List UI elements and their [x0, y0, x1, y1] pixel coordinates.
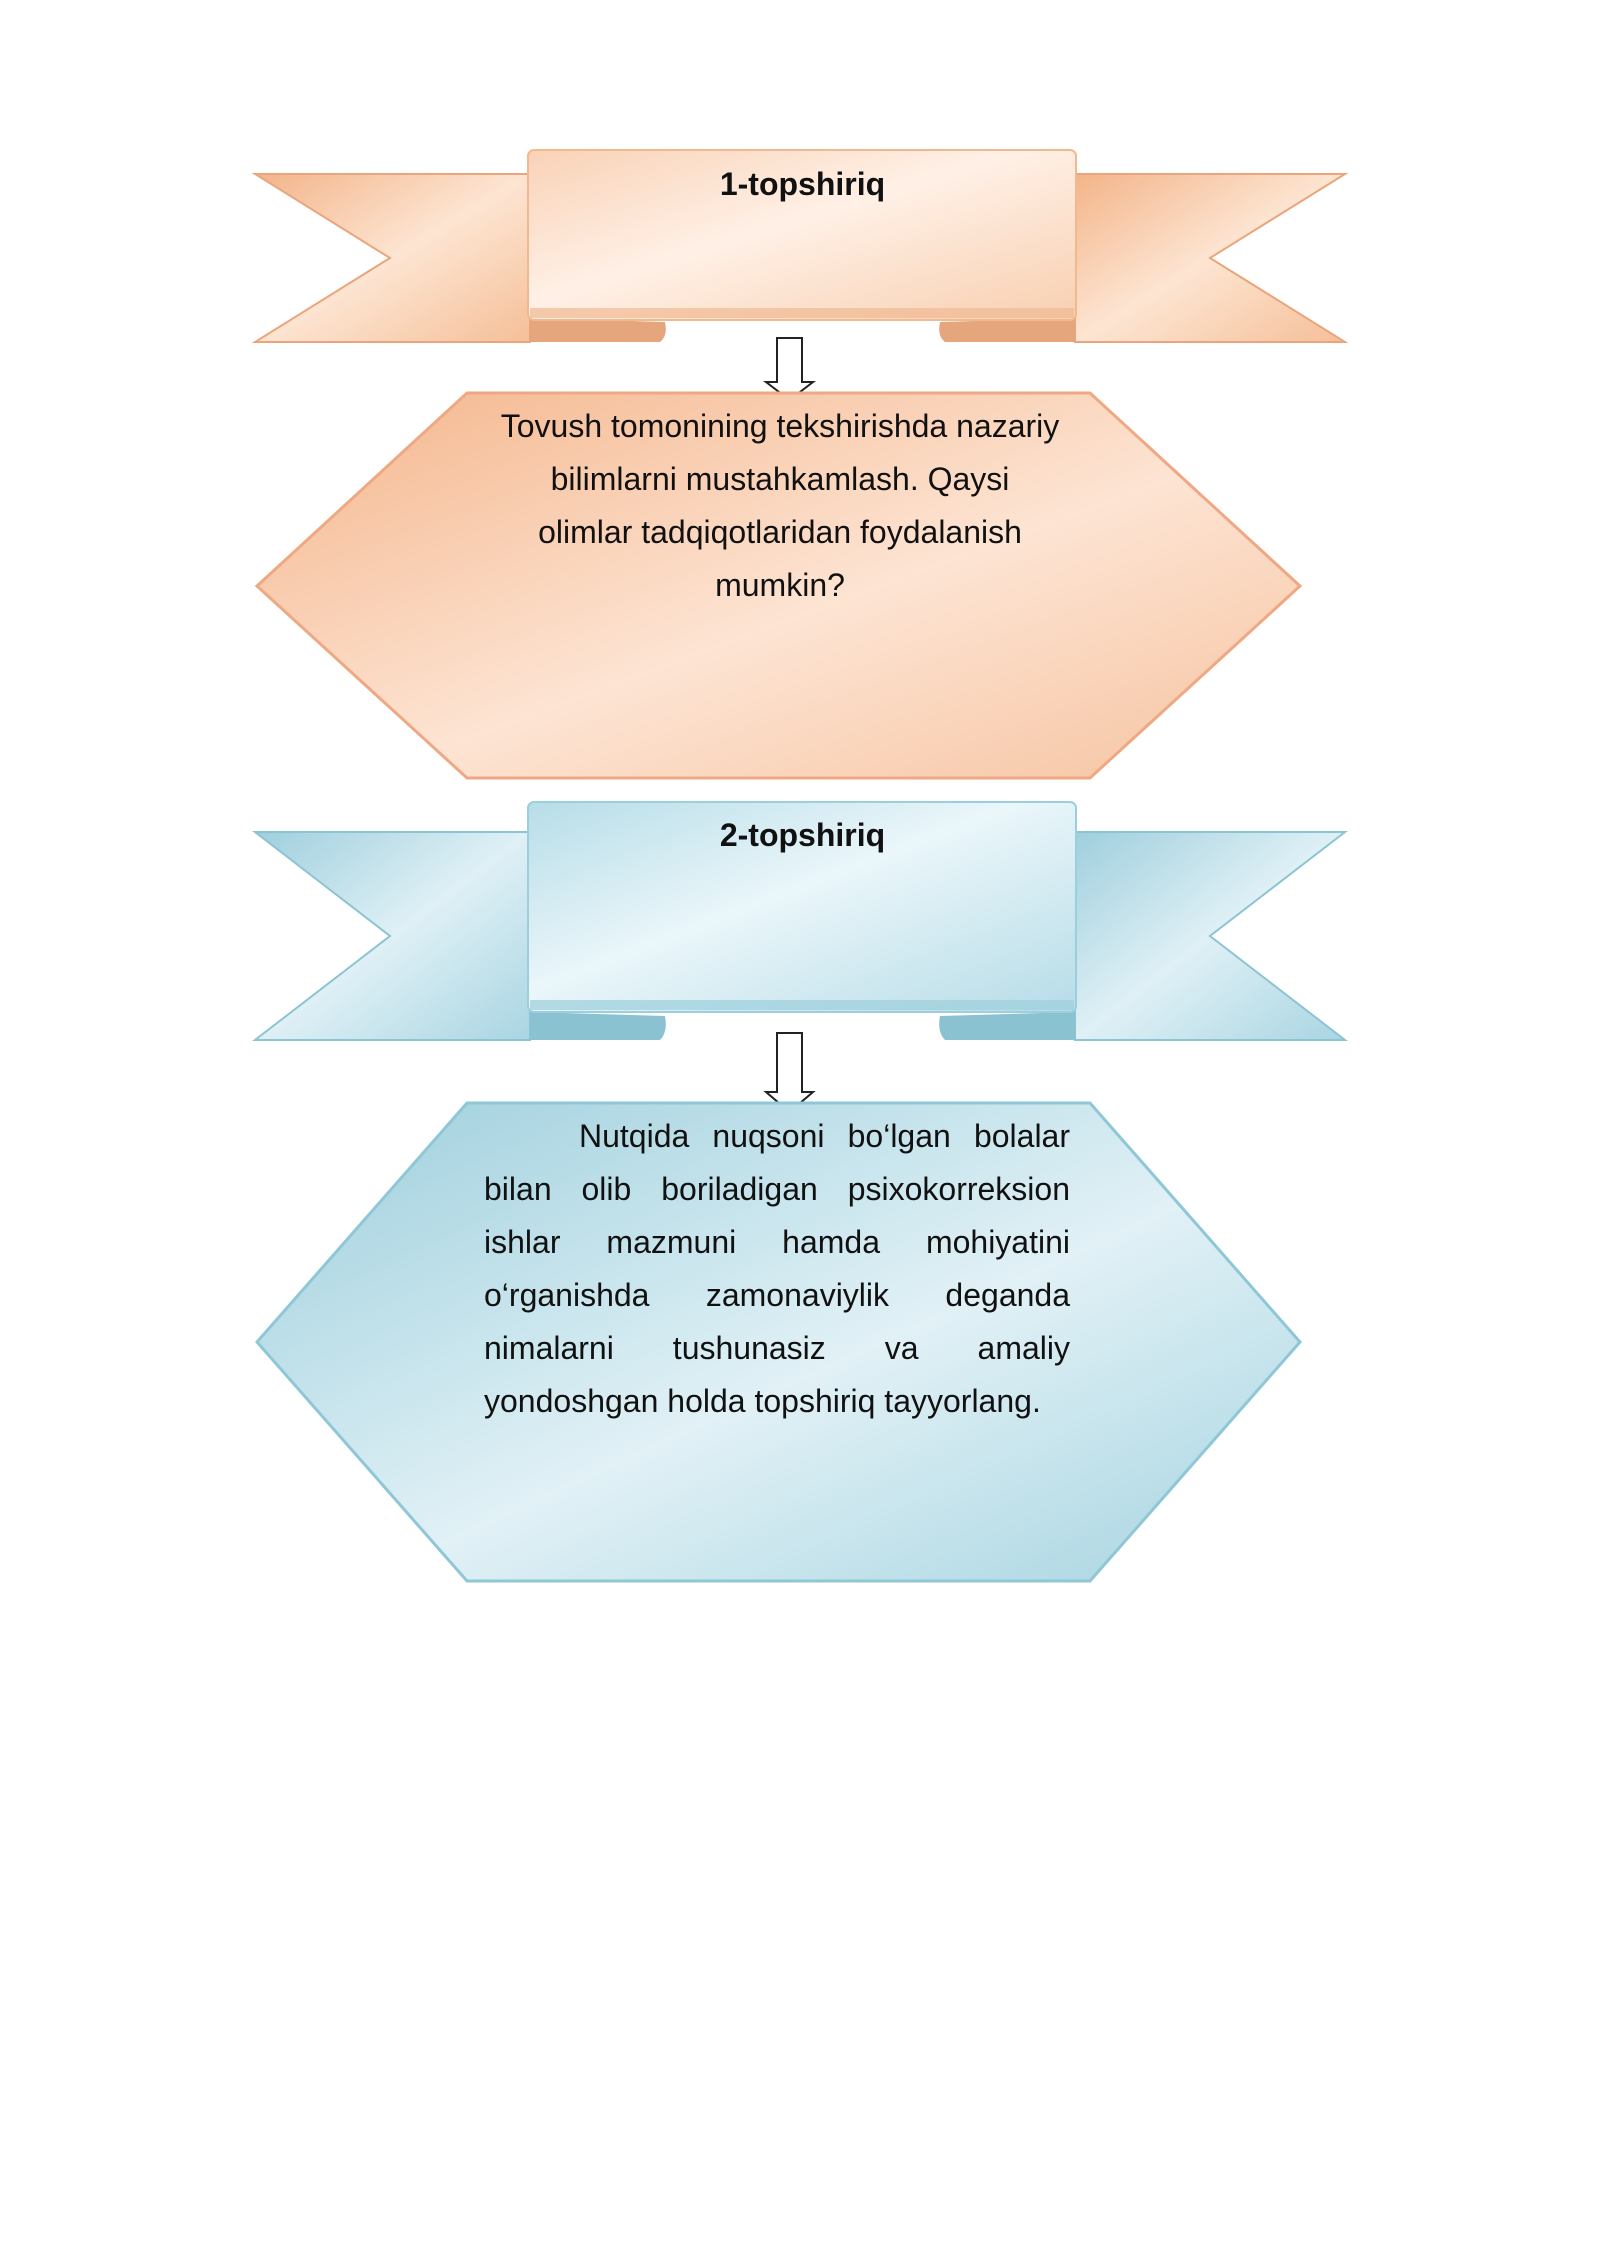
task1-banner-center — [527, 149, 1077, 321]
task1-banner-fold-right — [939, 318, 1075, 342]
task2-description: Nutqida nuqsoni bo‘lgan bolalar bilan ol… — [484, 1118, 1070, 1419]
down-arrow-outline-icon — [763, 337, 816, 402]
task2-banner-center — [527, 801, 1077, 1013]
task1-banner-fold-left — [530, 318, 666, 342]
task2-title: 2-topshiriq — [719, 817, 886, 853]
task1-banner-right-tail — [1074, 173, 1349, 343]
task1-title: 1-topshiriq — [719, 166, 886, 202]
task2-banner-right-tail — [1074, 831, 1348, 1041]
task2-banner-fold-left — [530, 1012, 666, 1040]
task2-hexagon — [255, 1101, 1302, 1583]
task1-hexagon — [254, 391, 1303, 780]
task2-banner — [252, 801, 1348, 1041]
task2-banner-left-tail — [252, 831, 531, 1041]
task1-banner — [251, 149, 1349, 343]
task1-banner-left-tail — [251, 173, 531, 343]
task2-banner-fold-right — [939, 1012, 1075, 1040]
down-arrow-outline-icon — [763, 1032, 816, 1114]
task1-description: Tovush tomonining tekshirishda nazariy b… — [500, 408, 1060, 603]
